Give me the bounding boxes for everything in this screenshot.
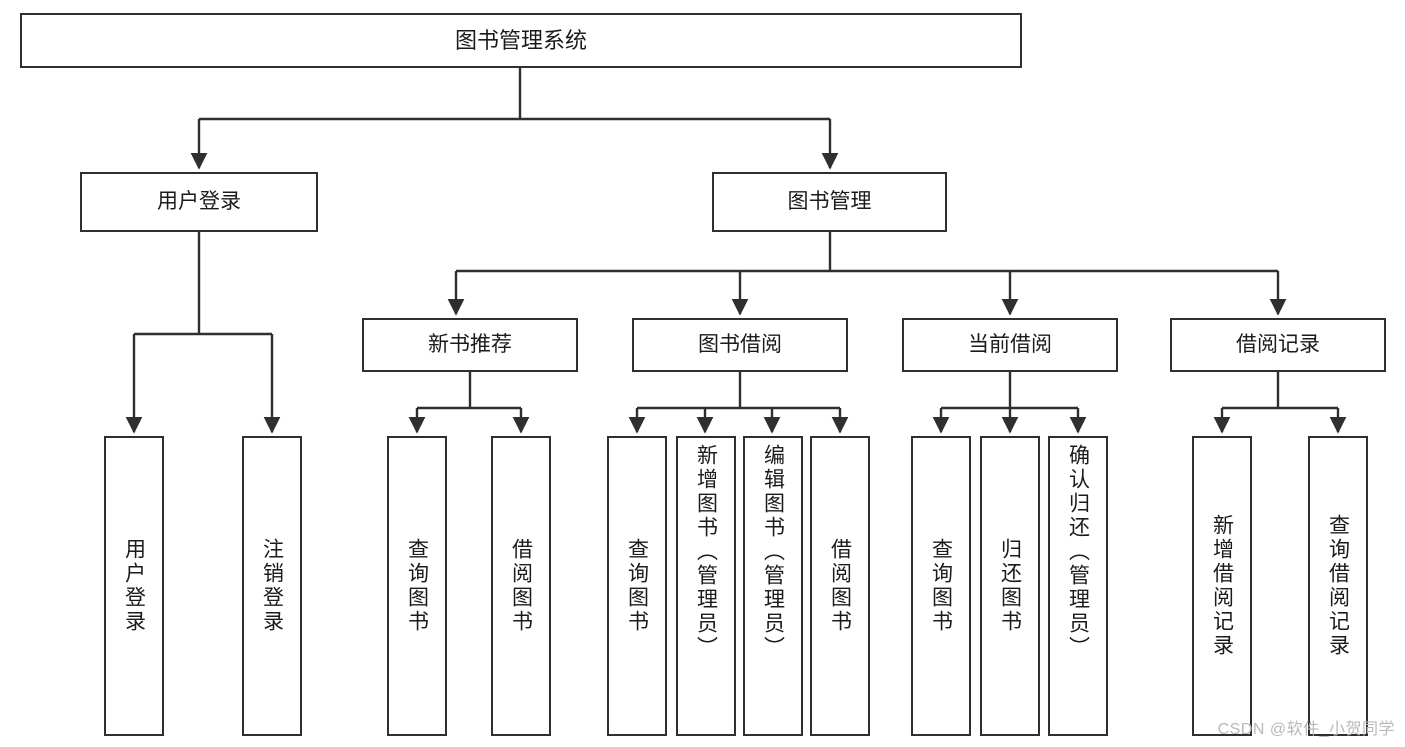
node-book-manage[interactable]: 图书管理 [712,172,947,232]
node-leaf-edit-book-label: 编辑图书（管理员） [761,444,785,660]
node-leaf-add-book[interactable]: 新增图书（管理员） [676,436,736,736]
node-leaf-query-book-2[interactable]: 查询图书 [607,436,667,736]
node-leaf-borrow-book-1[interactable]: 借阅图书 [491,436,551,736]
node-leaf-edit-book[interactable]: 编辑图书（管理员） [743,436,803,736]
node-book-borrow-label: 图书借阅 [698,332,782,356]
node-leaf-borrow-book-1-label: 借阅图书 [509,538,533,634]
node-current-borrow-label: 当前借阅 [968,332,1052,356]
node-leaf-confirm-return[interactable]: 确认归还（管理员） [1048,436,1108,736]
node-leaf-add-record[interactable]: 新增借阅记录 [1192,436,1252,736]
node-current-borrow[interactable]: 当前借阅 [902,318,1118,372]
node-leaf-user-login-label: 用户登录 [122,538,146,634]
node-borrow-record[interactable]: 借阅记录 [1170,318,1386,372]
node-leaf-query-record-label: 查询借阅记录 [1326,514,1350,658]
node-leaf-logout-login[interactable]: 注销登录 [242,436,302,736]
node-new-book-recommend-label: 新书推荐 [428,332,512,356]
node-leaf-add-record-label: 新增借阅记录 [1210,514,1234,658]
node-leaf-query-book-3[interactable]: 查询图书 [911,436,971,736]
node-leaf-query-book-3-label: 查询图书 [929,538,953,634]
node-leaf-borrow-book-2[interactable]: 借阅图书 [810,436,870,736]
node-root-label: 图书管理系统 [454,27,587,53]
node-leaf-return-book-label: 归还图书 [998,538,1022,634]
node-leaf-query-book-2-label: 查询图书 [625,538,649,634]
node-user-login[interactable]: 用户登录 [80,172,318,232]
node-leaf-return-book[interactable]: 归还图书 [980,436,1040,736]
node-leaf-borrow-book-2-label: 借阅图书 [828,538,852,634]
node-leaf-query-book-1[interactable]: 查询图书 [387,436,447,736]
node-book-borrow[interactable]: 图书借阅 [632,318,848,372]
node-leaf-confirm-return-label: 确认归还（管理员） [1066,444,1090,660]
node-leaf-query-book-1-label: 查询图书 [405,538,429,634]
watermark-text: CSDN @软件_小贺同学 [1217,721,1395,738]
node-leaf-query-record[interactable]: 查询借阅记录 [1308,436,1368,736]
node-book-manage-label: 图书管理 [787,189,872,213]
node-leaf-logout-login-label: 注销登录 [260,538,284,634]
node-new-book-recommend[interactable]: 新书推荐 [362,318,578,372]
node-leaf-user-login[interactable]: 用户登录 [104,436,164,736]
node-borrow-record-label: 借阅记录 [1236,332,1320,356]
node-user-login-label: 用户登录 [157,189,241,213]
node-root[interactable]: 图书管理系统 [20,13,1022,68]
node-leaf-add-book-label: 新增图书（管理员） [694,444,718,660]
